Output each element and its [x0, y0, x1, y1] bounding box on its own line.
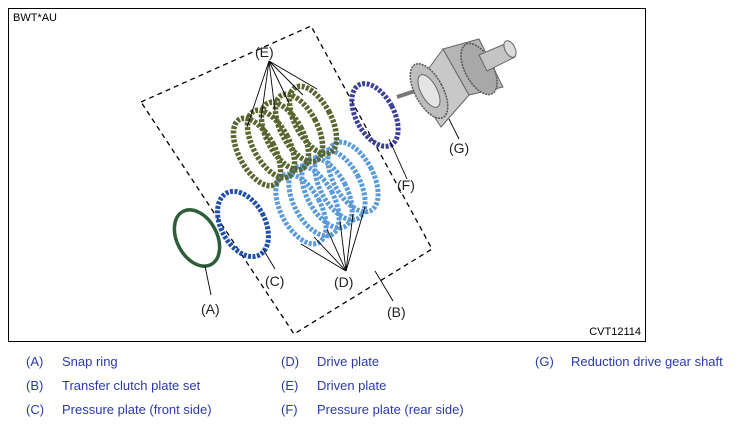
- legend-label: Reduction drive gear shaft: [571, 354, 723, 369]
- legend-letter: (D): [281, 354, 300, 369]
- callout-f: (F): [397, 177, 415, 193]
- legend-item-c: (C) Pressure plate (front side): [26, 402, 212, 417]
- legend-letter: (E): [281, 378, 299, 393]
- legend-item-a: (A) Snap ring: [26, 354, 118, 369]
- figure-code-bottom: CVT12114: [589, 326, 641, 338]
- legend-letter: (A): [26, 354, 44, 369]
- driven-plate: [244, 107, 298, 181]
- leader-lines: [204, 118, 460, 302]
- legend-label: Driven plate: [317, 378, 387, 393]
- callout-g: (G): [449, 140, 469, 156]
- driven-plate: [272, 91, 326, 165]
- pressure-plate-rear: [349, 81, 401, 149]
- legend-item-d: (D) Drive plate: [281, 354, 379, 369]
- legend-label: Transfer clutch plate set: [62, 378, 201, 393]
- legend-item-f: (F) Pressure plate (rear side): [281, 402, 464, 417]
- callout-d: (D): [334, 274, 353, 290]
- diagram-svg: (E) (F) (G) (C) (D) (A) (B): [140, 25, 517, 335]
- legend-item-b: (B) Transfer clutch plate set: [26, 378, 200, 393]
- driven-plate: [258, 99, 312, 173]
- callout-b: (B): [387, 304, 406, 320]
- callout-e: (E): [255, 44, 274, 60]
- legend-letter: (C): [26, 402, 45, 417]
- pressure-plate-front: [215, 188, 271, 260]
- legend-label: Snap ring: [62, 354, 118, 369]
- exploded-diagram: BWT*AU CVT12114: [8, 8, 646, 342]
- legend-letter: (G): [535, 354, 554, 369]
- legend-letter: (F): [281, 402, 298, 417]
- legend-letter: (B): [26, 378, 44, 393]
- legend-item-e: (E) Driven plate: [281, 378, 386, 393]
- driven-plate-stack: [230, 83, 340, 189]
- figure-code-top: BWT*AU: [13, 12, 57, 24]
- leader-lines-e: [246, 60, 318, 128]
- reduction-drive-gear-shaft: [396, 38, 517, 128]
- callout-a: (A): [201, 301, 220, 317]
- legend-item-g: (G) Reduction drive gear shaft: [535, 354, 723, 369]
- legend-label: Drive plate: [317, 354, 380, 369]
- legend-label: Pressure plate (rear side): [317, 402, 464, 417]
- snap-ring: [172, 208, 222, 268]
- callout-c: (C): [265, 273, 284, 289]
- legend-label: Pressure plate (front side): [62, 402, 212, 417]
- leader-lines-d: [300, 206, 366, 272]
- driven-plate: [230, 115, 284, 189]
